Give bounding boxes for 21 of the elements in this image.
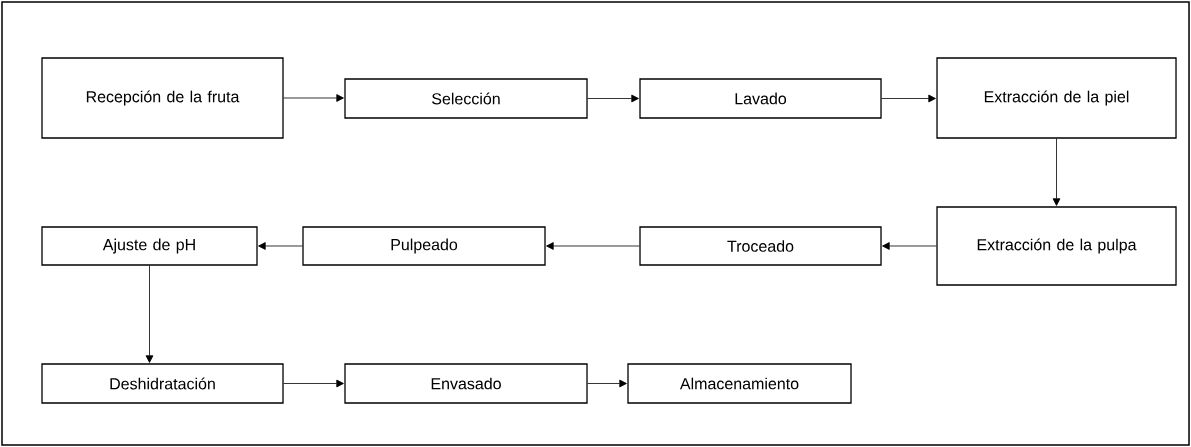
process-box: Selección <box>344 78 588 119</box>
arrow <box>587 94 639 103</box>
arrow <box>546 242 640 250</box>
process-box: Deshidratación <box>41 363 284 404</box>
arrow <box>283 94 344 102</box>
arrow <box>283 379 344 388</box>
process-box: Extracción de la piel <box>936 57 1177 139</box>
arrow <box>882 242 937 250</box>
arrow <box>881 94 936 103</box>
process-box: Extracción de la pulpa <box>936 206 1177 286</box>
process-box: Lavado <box>639 78 882 119</box>
process-box: Troceado <box>639 226 882 266</box>
arrow <box>587 379 627 388</box>
arrow <box>145 265 154 363</box>
process-box: Ajuste de pH <box>41 226 258 266</box>
arrow <box>1052 138 1061 206</box>
process-box: Envasado <box>344 363 588 404</box>
arrow <box>258 242 303 250</box>
process-box: Recepción de la fruta <box>41 57 284 139</box>
process-box: Almacenamiento <box>627 363 852 404</box>
process-box: Pulpeado <box>302 226 546 266</box>
